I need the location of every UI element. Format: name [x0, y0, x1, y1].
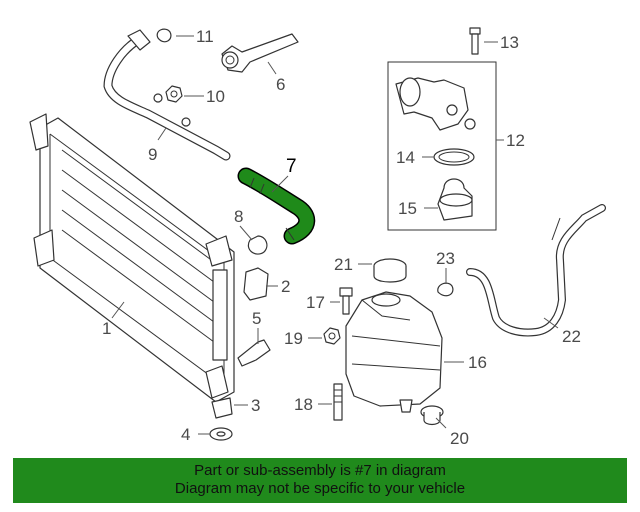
callout-20: 20: [450, 429, 469, 448]
nut-part-19: [323, 327, 341, 345]
cap-part-21: [373, 258, 407, 283]
pipe-part-9: [103, 29, 231, 161]
callout-9: 9: [148, 145, 157, 164]
callout-23: 23: [436, 249, 455, 268]
clamp-part-11: [156, 28, 172, 43]
callout-13: 13: [500, 33, 519, 52]
clamp-part-23: [437, 282, 454, 297]
gasket-part-14: [433, 148, 475, 166]
bolt-part-13: [469, 27, 481, 55]
expansion-tank-part-16: [345, 291, 443, 413]
callout-5: 5: [252, 309, 261, 328]
callout-15: 15: [398, 199, 417, 218]
callout-7: 7: [286, 156, 297, 177]
callout-19: 19: [284, 329, 303, 348]
hose-part-22: [466, 204, 606, 337]
callout-4: 4: [181, 425, 190, 444]
hose-part-7-highlighted: [237, 167, 316, 245]
callout-1: 1: [102, 319, 111, 338]
callout-2: 2: [281, 277, 290, 296]
fitting-part-6: [221, 33, 299, 73]
callout-14: 14: [396, 148, 415, 167]
callout-18: 18: [294, 395, 313, 414]
callout-10: 10: [206, 87, 225, 106]
callout-12: 12: [506, 131, 525, 150]
clip-part-3: [211, 397, 233, 419]
stud-part-18: [333, 383, 343, 421]
callout-22: 22: [562, 327, 581, 346]
bracket-part-2: [243, 267, 269, 301]
callout-17: 17: [306, 293, 325, 312]
radiator: [29, 113, 235, 403]
bolt-part-17: [339, 287, 353, 315]
callout-6: 6: [276, 75, 285, 94]
nut-part-10: [165, 85, 183, 103]
callout-16: 16: [468, 353, 487, 372]
banner-line-1: Part or sub-assembly is #7 in diagram: [194, 462, 446, 479]
diagram-notice-banner: Part or sub-assembly is #7 in diagram Di…: [13, 458, 627, 503]
clamp-part-8: [247, 235, 268, 255]
parts-diagram: 1 2 3 4 5 6 7 8 9 10 11 12 13 14 15 16 1…: [29, 27, 606, 448]
thermostat-part-15: [437, 178, 473, 221]
washer-part-4: [209, 427, 233, 441]
callout-8: 8: [234, 207, 243, 226]
callout-3: 3: [251, 396, 260, 415]
bracket-part-5: [237, 339, 271, 367]
callout-21: 21: [334, 255, 353, 274]
banner-line-2: Diagram may not be specific to your vehi…: [174, 480, 466, 497]
thermostat-housing-group: [387, 61, 497, 231]
callout-11: 11: [196, 27, 214, 46]
leader-lines: [111, 35, 559, 435]
grommet-part-20: [420, 405, 444, 426]
